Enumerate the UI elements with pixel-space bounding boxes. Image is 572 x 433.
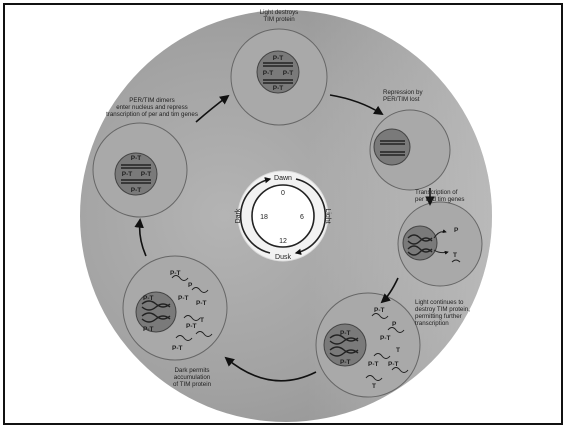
svg-text:Light continues to: Light continues to	[415, 299, 464, 306]
svg-text:enter nucleus and repress: enter nucleus and repress	[116, 104, 188, 111]
caption-upper-right: Repression by PER/TIM lost	[383, 89, 423, 103]
svg-text:Repression by: Repression by	[383, 89, 423, 96]
svg-text:of TIM protein: of TIM protein	[173, 381, 212, 388]
svg-text:P-T: P-T	[368, 361, 379, 368]
clock-light-label: Light	[324, 208, 331, 223]
svg-text:P-T: P-T	[273, 85, 284, 92]
svg-text:transcription of per and tim g: transcription of per and tim genes	[106, 111, 198, 118]
cell-lower-right: P-T P P-T T P-T P-T P-T P-T T	[316, 293, 420, 397]
clock-dusk-label: Dusk	[275, 254, 291, 261]
svg-text:PER/TIM dimers: PER/TIM dimers	[129, 97, 174, 104]
svg-text:P: P	[188, 282, 193, 289]
cell-lower-left: P-T P P-T P-T P-T T P-T P-T P-T	[123, 256, 227, 360]
svg-text:P-T: P-T	[374, 307, 385, 314]
clock-hour-0: 0	[281, 190, 285, 197]
svg-text:P-T: P-T	[283, 70, 294, 77]
svg-text:TIM protein: TIM protein	[263, 16, 295, 23]
clock-hour-6: 6	[300, 214, 304, 221]
svg-text:P: P	[454, 227, 459, 234]
svg-text:T: T	[396, 347, 400, 354]
svg-text:P-T: P-T	[186, 323, 197, 330]
cell-right: P T	[398, 202, 482, 286]
svg-text:accumulation: accumulation	[174, 374, 211, 381]
clock-hour-12: 12	[279, 238, 287, 245]
svg-text:P-T: P-T	[170, 270, 181, 277]
svg-text:T: T	[453, 252, 457, 259]
svg-text:P-T: P-T	[122, 171, 133, 178]
svg-text:Dark permits: Dark permits	[174, 367, 209, 374]
svg-text:per and tim genes: per and tim genes	[415, 196, 465, 203]
svg-text:permitting further: permitting further	[415, 313, 462, 320]
cell-top: P-T P-T P-T P-T	[231, 29, 327, 125]
svg-text:P-T: P-T	[388, 361, 399, 368]
svg-text:P-T: P-T	[340, 359, 351, 366]
svg-text:P-T: P-T	[273, 55, 284, 62]
svg-text:Light destroys: Light destroys	[260, 9, 299, 16]
clock-hour-18: 18	[260, 214, 268, 221]
svg-text:P-T: P-T	[196, 300, 207, 307]
svg-text:P-T: P-T	[143, 326, 154, 333]
svg-text:transcription: transcription	[415, 320, 449, 327]
svg-text:P-T: P-T	[263, 70, 274, 77]
svg-text:P-T: P-T	[340, 330, 351, 337]
svg-text:P-T: P-T	[141, 171, 152, 178]
cell-upper-right	[370, 110, 450, 190]
svg-text:P-T: P-T	[131, 187, 142, 194]
nucleus-right	[403, 226, 437, 260]
clock-dawn-label: Dawn	[274, 175, 292, 182]
caption-bottom-left: Dark permits accumulation of TIM protein	[173, 367, 212, 388]
svg-text:destroy TIM protein,: destroy TIM protein,	[415, 306, 470, 313]
svg-text:PER/TIM lost: PER/TIM lost	[383, 96, 420, 103]
svg-text:T: T	[200, 317, 204, 324]
svg-text:P: P	[392, 321, 397, 328]
svg-text:P-T: P-T	[380, 335, 391, 342]
svg-text:Transcription of: Transcription of	[415, 189, 458, 196]
nucleus-lower-left	[136, 292, 176, 332]
svg-text:T: T	[372, 383, 376, 390]
clock-dark-label: Dark	[235, 208, 242, 223]
caption-top: Light destroys TIM protein	[260, 9, 299, 23]
svg-text:P-T: P-T	[143, 295, 154, 302]
caption-right: Transcription of per and tim genes	[415, 189, 465, 203]
svg-text:P-T: P-T	[178, 295, 189, 302]
cell-upper-left: P-T P-T P-T P-T	[93, 123, 187, 217]
svg-text:P-T: P-T	[131, 155, 142, 162]
svg-text:P-T: P-T	[172, 345, 183, 352]
nucleus-upper-right	[374, 129, 410, 165]
